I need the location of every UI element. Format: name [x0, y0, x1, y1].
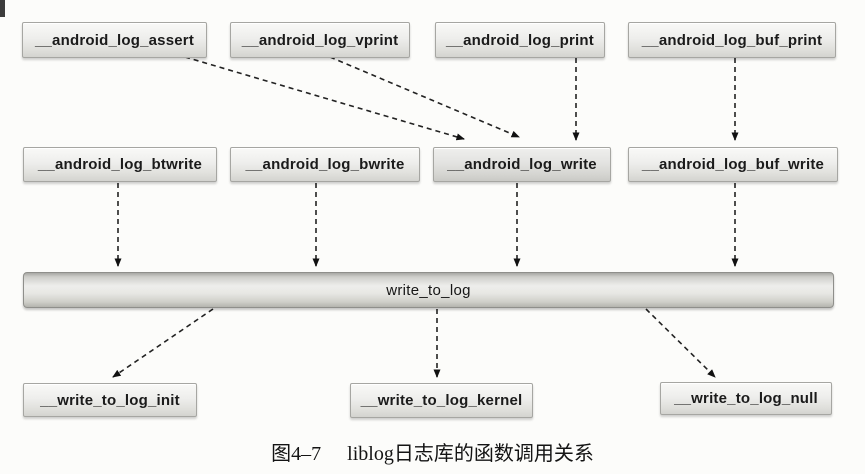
node-android-log-assert: __android_log_assert	[22, 22, 207, 58]
edge-bar-to-null	[645, 308, 716, 378]
node-android-log-buf-write: __android_log_buf_write	[628, 147, 838, 182]
edge-assert-to-write	[184, 56, 465, 141]
figure-caption-text: liblog日志库的函数调用关系	[347, 443, 594, 465]
node-android-log-print: __android_log_print	[435, 22, 605, 58]
node-android-log-bwrite: __android_log_bwrite	[230, 147, 420, 182]
node-write-to-log-null: __write_to_log_null	[660, 382, 832, 415]
figure-caption-label: 图4–7	[271, 443, 322, 465]
node-android-log-write: __android_log_write	[433, 147, 611, 182]
scan-artifact	[0, 0, 5, 17]
node-android-log-buf-print: __android_log_buf_print	[628, 22, 836, 58]
figure-caption: 图4–7 liblog日志库的函数调用关系	[0, 437, 865, 466]
node-android-log-btwrite: __android_log_btwrite	[23, 147, 217, 182]
node-write-to-log-kernel: __write_to_log_kernel	[350, 383, 533, 418]
edge-bar-to-init	[112, 308, 214, 378]
node-write-to-log: write_to_log	[23, 272, 834, 308]
node-android-log-vprint: __android_log_vprint	[230, 22, 410, 58]
node-write-to-log-init: __write_to_log_init	[23, 383, 197, 417]
edge-vprint-to-write	[329, 56, 520, 138]
